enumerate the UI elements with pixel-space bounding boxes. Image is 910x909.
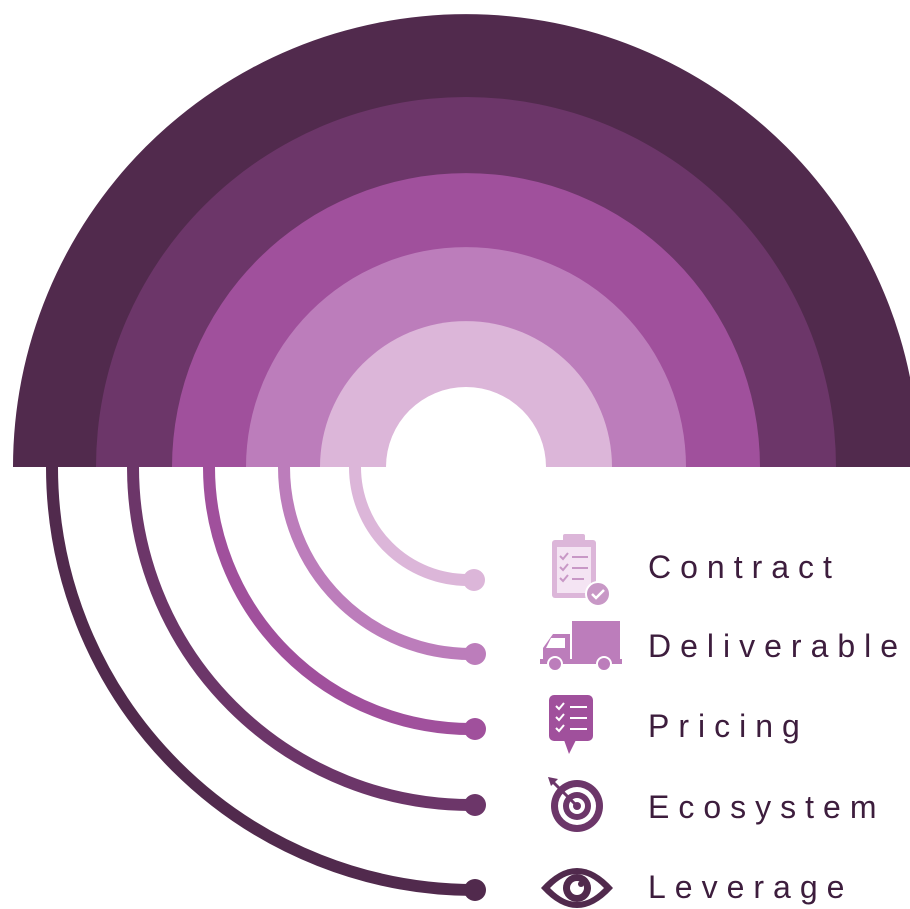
dot-deliverable <box>464 643 486 665</box>
center-hole <box>386 387 546 467</box>
semicircle-bands <box>13 14 910 467</box>
delivery-truck-icon <box>540 621 622 672</box>
labels: Contract Deliverable Pricing Ecosystem L… <box>648 549 907 905</box>
clipboard-checklist-icon <box>552 534 611 607</box>
eye-icon <box>541 868 613 908</box>
dot-pricing <box>464 718 486 740</box>
dot-contract <box>463 569 485 591</box>
label-contract: Contract <box>648 549 841 585</box>
target-arrow-icon <box>548 777 603 832</box>
dot-ecosystem <box>464 794 486 816</box>
checklist-chat-icon <box>549 695 593 754</box>
connector-dots <box>463 569 486 901</box>
dot-leverage <box>464 879 486 901</box>
label-pricing: Pricing <box>648 708 809 744</box>
label-ecosystem: Ecosystem <box>648 789 885 825</box>
connector-pricing <box>203 461 477 735</box>
connector-deliverable <box>278 461 477 660</box>
label-deliverable: Deliverable <box>648 628 907 664</box>
connector-leverage <box>46 461 481 896</box>
connector-ecosystem <box>127 461 477 811</box>
connector-lines <box>46 461 481 896</box>
label-leverage: Leverage <box>648 869 853 905</box>
connector-contract <box>349 461 474 586</box>
